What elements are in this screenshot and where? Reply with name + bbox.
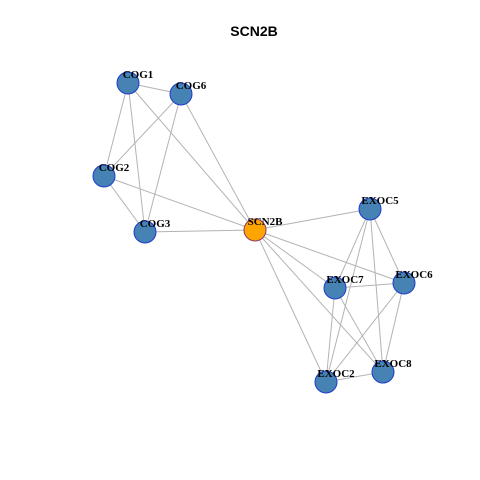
edge-cog6-scn2b xyxy=(180,93,256,231)
edge-layer xyxy=(103,82,405,383)
edge-cog1-cog2 xyxy=(103,82,129,177)
node-label-cog6: COG6 xyxy=(176,80,207,92)
node-label-scn2b: SCN2B xyxy=(248,216,284,228)
node-label-exoc7: EXOC7 xyxy=(326,274,364,286)
node-cog6 xyxy=(169,82,193,106)
node-label-cog2: COG2 xyxy=(99,162,130,174)
edge-cog3-scn2b xyxy=(144,229,256,233)
edge-cog6-cog2 xyxy=(103,93,182,177)
edge-scn2b-exoc5 xyxy=(254,208,371,231)
edge-scn2b-exoc6 xyxy=(254,229,405,284)
edge-exoc7-exoc2 xyxy=(325,287,336,383)
edge-exoc5-exoc7 xyxy=(334,208,371,289)
node-scn2b xyxy=(243,218,267,242)
node-cog2 xyxy=(92,164,116,188)
node-exoc7 xyxy=(323,276,347,300)
node-exoc2 xyxy=(314,370,338,394)
node-cog3 xyxy=(133,220,157,244)
edge-cog1-scn2b xyxy=(127,82,256,231)
edge-scn2b-exoc7 xyxy=(254,229,336,289)
node-exoc5 xyxy=(358,197,382,221)
node-exoc6 xyxy=(392,271,416,295)
edge-exoc5-exoc6 xyxy=(369,208,405,284)
edge-exoc6-exoc2 xyxy=(325,282,405,383)
edge-cog2-cog3 xyxy=(103,175,146,233)
edge-exoc7-exoc8 xyxy=(334,287,384,373)
node-label-exoc2: EXOC2 xyxy=(317,368,355,380)
node-exoc8 xyxy=(371,360,395,384)
edge-scn2b-exoc2 xyxy=(254,229,327,383)
edge-cog2-scn2b xyxy=(103,175,256,231)
node-label-exoc5: EXOC5 xyxy=(361,195,399,207)
edge-scn2b-exoc8 xyxy=(254,229,384,373)
edge-exoc7-exoc6 xyxy=(334,282,405,289)
node-layer xyxy=(92,71,416,394)
edge-exoc5-exoc8 xyxy=(369,208,384,373)
edge-exoc6-exoc8 xyxy=(382,282,405,373)
node-label-cog3: COG3 xyxy=(140,218,171,230)
edge-cog1-cog3 xyxy=(127,82,146,233)
edge-exoc5-exoc2 xyxy=(325,208,371,383)
node-label-cog1: COG1 xyxy=(123,69,154,81)
node-label-exoc6: EXOC6 xyxy=(395,269,433,281)
edge-cog6-cog3 xyxy=(144,93,182,233)
node-label-exoc8: EXOC8 xyxy=(374,358,412,370)
chart-title: SCN2B xyxy=(230,23,277,39)
node-cog1 xyxy=(116,71,140,95)
